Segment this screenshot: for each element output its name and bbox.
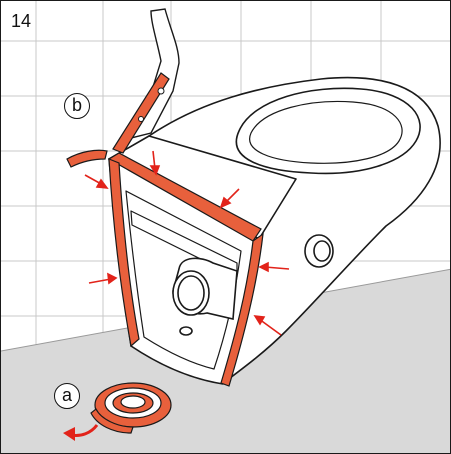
unroll-arrow-icon xyxy=(63,424,99,441)
tape-roll-icon xyxy=(90,382,172,434)
seal-tape-outline xyxy=(107,152,264,387)
label-b: b xyxy=(64,93,90,119)
label-a: a xyxy=(54,383,80,409)
seal-arrow-icon xyxy=(84,150,290,336)
step-number: 14 xyxy=(9,11,34,31)
outlet-pipe xyxy=(172,257,238,336)
hand-with-scissors-icon xyxy=(66,8,180,168)
